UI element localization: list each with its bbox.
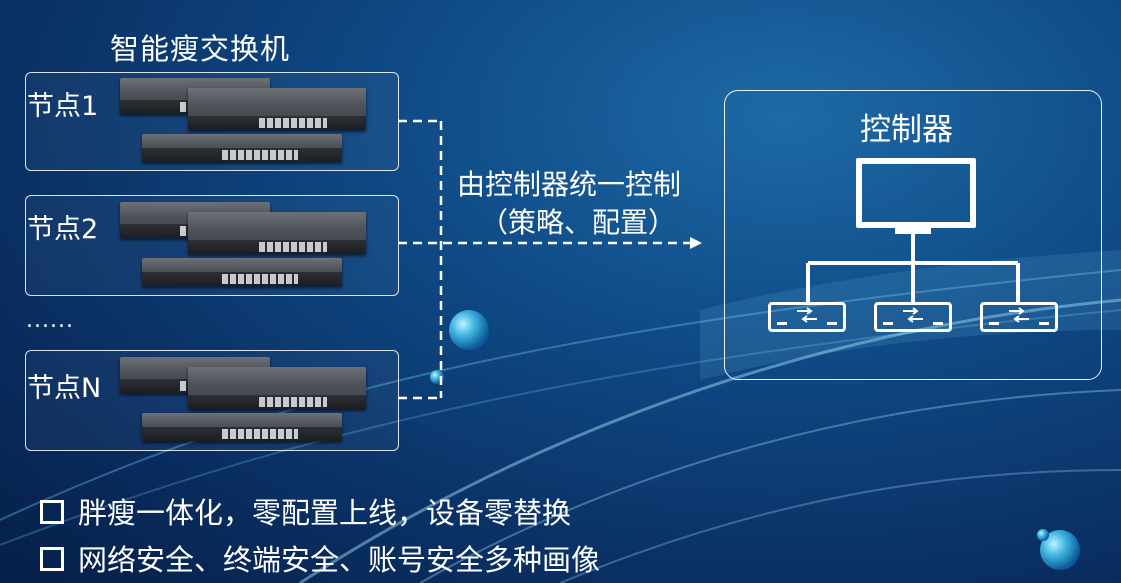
bullet-text: 网络安全、终端安全、账号安全多种画像 — [78, 543, 601, 577]
controller-box — [724, 90, 1102, 380]
bullet-item-2: 网络安全、终端安全、账号安全多种画像 — [40, 537, 600, 579]
switch-image — [142, 413, 342, 441]
checkbox-icon — [40, 547, 64, 571]
node-label-1: 节点1 — [27, 91, 99, 122]
switch-image — [188, 367, 366, 409]
switch-image — [188, 88, 366, 130]
switch-icon — [980, 302, 1058, 332]
switch-stack-1 — [118, 74, 368, 169]
ellipsis: ...... — [26, 308, 74, 333]
bullet-text: 胖瘦一体化，零配置上线，设备零替换 — [78, 496, 572, 530]
switch-stack-2 — [118, 198, 368, 293]
switch-icon — [874, 302, 952, 332]
switch-icon — [768, 302, 846, 332]
page-title: 智能瘦交换机 — [110, 32, 291, 66]
node-label-2: 节点2 — [27, 214, 99, 245]
controller-title: 控制器 — [860, 112, 953, 148]
control-text: 由控制器统一控制 — [457, 168, 682, 201]
control-subtext: （策略、配置） — [480, 206, 677, 239]
arrow-head-icon — [690, 237, 702, 249]
node-label-n: 节点N — [27, 373, 102, 404]
switch-image — [188, 212, 366, 254]
switch-stack-n — [118, 353, 368, 448]
monitor-stand-base — [895, 228, 931, 234]
switch-image — [142, 258, 342, 286]
monitor-stand — [906, 222, 920, 232]
bullet-item-1: 胖瘦一体化，零配置上线，设备零替换 — [40, 490, 571, 532]
checkbox-icon — [40, 500, 64, 524]
switch-image — [142, 134, 342, 162]
